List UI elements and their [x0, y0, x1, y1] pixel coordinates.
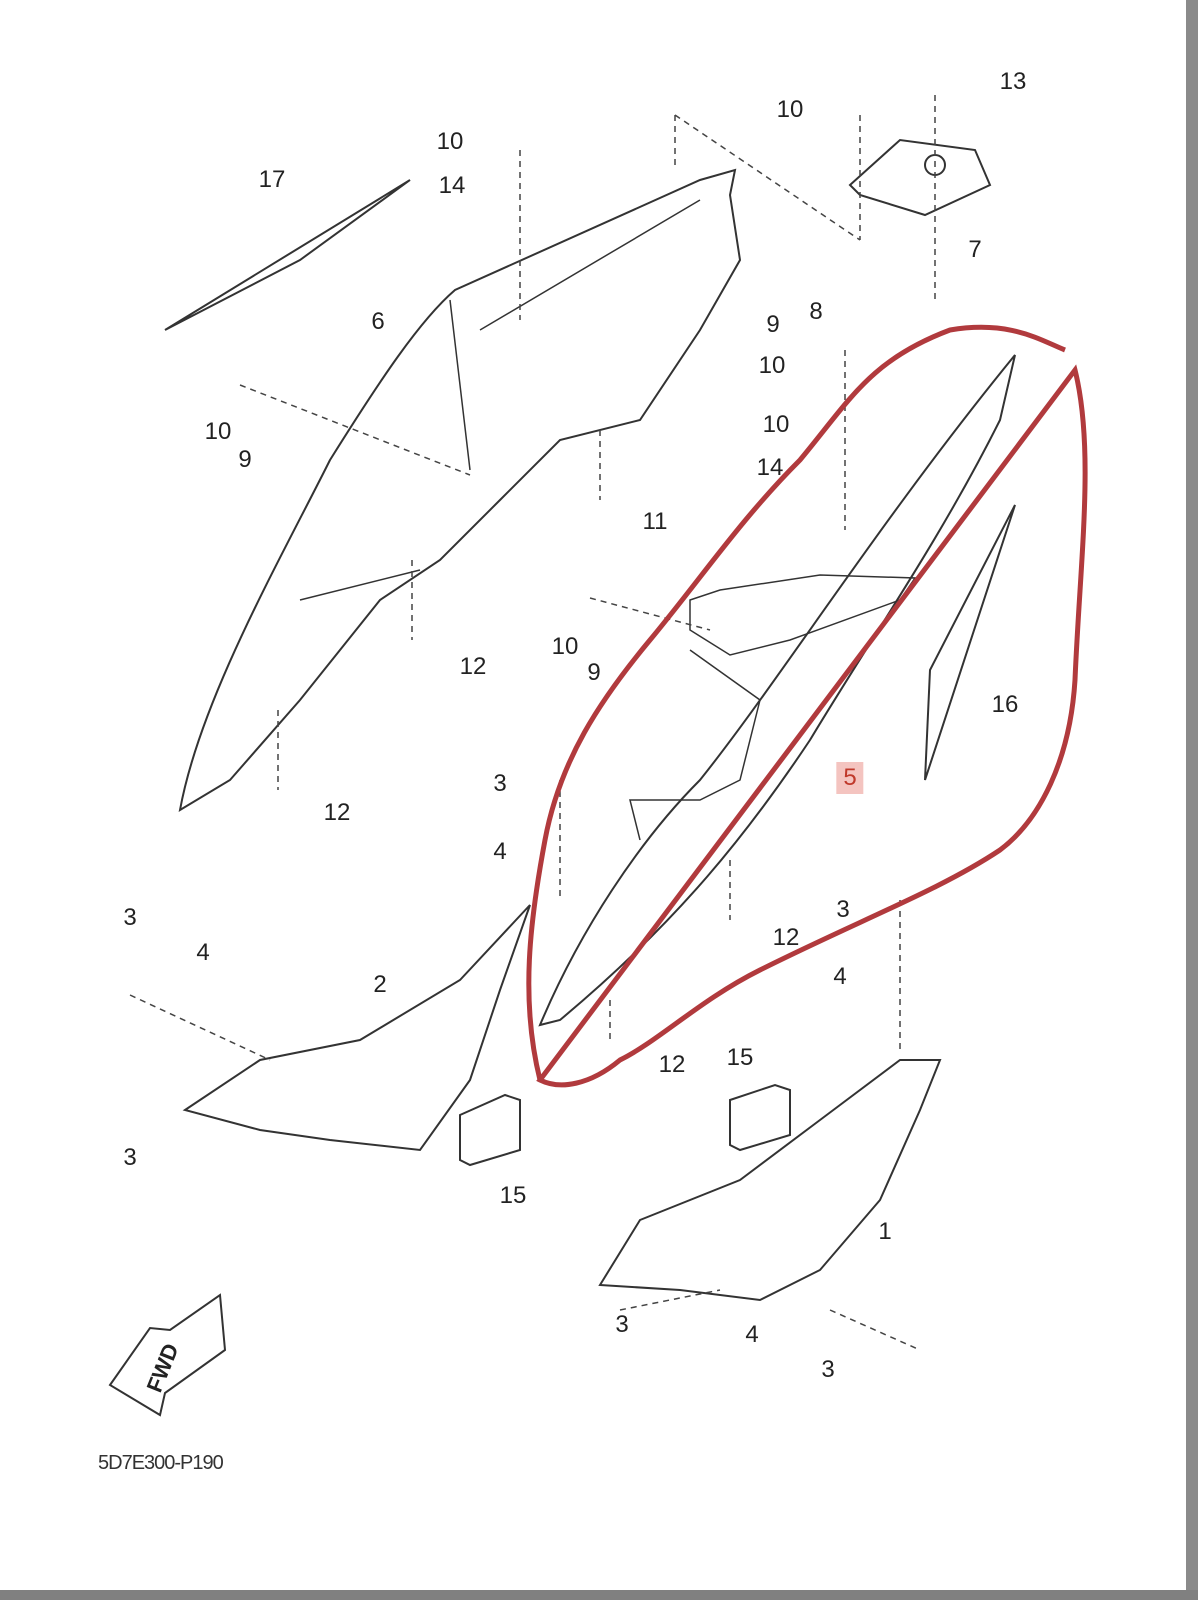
callout-15: 15 [499, 1182, 527, 1209]
callout-12: 12 [658, 1051, 686, 1078]
callout-11: 11 [642, 508, 668, 535]
callout-12: 12 [772, 924, 800, 951]
callout-9: 9 [587, 659, 601, 686]
callout-4: 4 [493, 838, 507, 865]
callout-17: 17 [258, 166, 286, 193]
callout-10: 10 [436, 128, 464, 155]
callout-2: 2 [373, 971, 387, 998]
fwd-arrow [108, 1293, 227, 1417]
callout-14: 14 [756, 454, 784, 481]
part-1-lower-cover [598, 1059, 942, 1302]
part-15-pad [459, 1093, 521, 1167]
callout-9: 9 [766, 311, 780, 338]
callout-7: 7 [968, 236, 982, 263]
part-7-bracket [848, 138, 992, 217]
callout-3: 3 [615, 1311, 629, 1338]
highlight-outline [526, 324, 1088, 1088]
callout-4: 4 [196, 939, 210, 966]
callout-13: 13 [999, 68, 1027, 95]
callout-1: 1 [878, 1218, 892, 1245]
callout-10: 10 [762, 411, 790, 438]
part-5-side-cover [538, 354, 1016, 1027]
callout-15: 15 [726, 1044, 754, 1071]
callout-9: 9 [238, 446, 252, 473]
callout-4: 4 [833, 963, 847, 990]
bottom-bar [0, 1590, 1198, 1600]
callout-6: 6 [371, 308, 385, 335]
part-15-pad [729, 1083, 791, 1152]
part-6-cowl [178, 168, 742, 812]
callout-10: 10 [204, 418, 232, 445]
callout-10: 10 [776, 96, 804, 123]
callout-3: 3 [821, 1356, 835, 1383]
callout-12: 12 [459, 653, 487, 680]
callout-3: 3 [123, 904, 137, 931]
callout-5-highlighted: 5 [836, 762, 864, 794]
callout-10: 10 [758, 352, 786, 379]
callout-16: 16 [991, 691, 1019, 718]
callout-8: 8 [809, 298, 823, 325]
callout-10: 10 [551, 633, 579, 660]
callout-4: 4 [745, 1321, 759, 1348]
callout-3: 3 [493, 770, 507, 797]
callout-12: 12 [323, 799, 351, 826]
drawing-code: 5D7E300-P190 [98, 1452, 224, 1474]
part-17-decal [164, 179, 411, 331]
callout-14: 14 [438, 172, 466, 199]
callout-3: 3 [123, 1144, 137, 1171]
scrollbar-vertical[interactable] [1186, 0, 1198, 1600]
part-16-decal [924, 504, 1016, 781]
part-2-lower-cover [182, 904, 531, 1152]
callout-3: 3 [836, 896, 850, 923]
